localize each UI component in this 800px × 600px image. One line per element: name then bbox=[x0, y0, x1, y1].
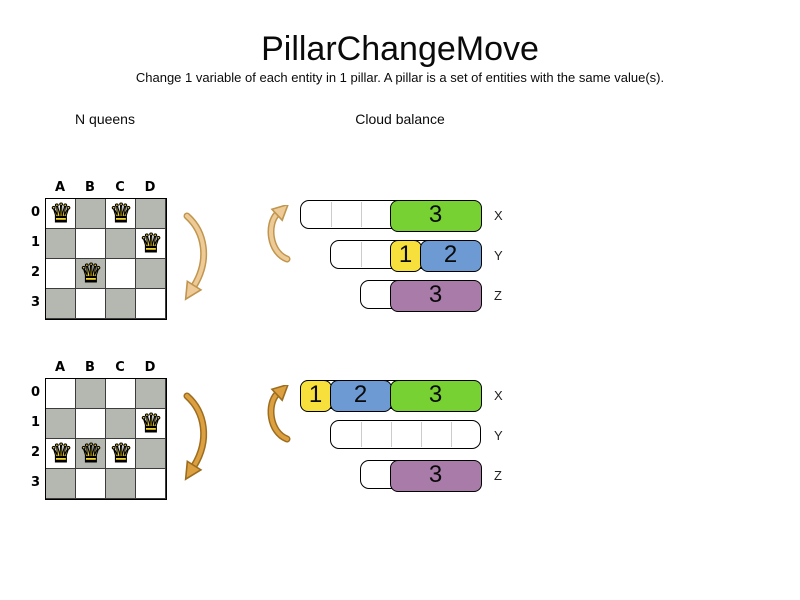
computer-bar: 3 bbox=[300, 199, 482, 232]
process-segment: 2 bbox=[329, 379, 392, 412]
process-segment: 1 bbox=[299, 379, 332, 412]
board-cell bbox=[136, 379, 166, 409]
board-cell bbox=[106, 289, 136, 319]
queen-icon: ♛ bbox=[139, 228, 163, 259]
board-cell bbox=[136, 469, 166, 499]
board-cell bbox=[136, 199, 166, 229]
board-cell bbox=[106, 409, 136, 439]
board-cell bbox=[136, 229, 166, 259]
board-cell bbox=[76, 439, 106, 469]
board-cell bbox=[76, 469, 106, 499]
computer-bar: 3 bbox=[360, 279, 482, 312]
cloud-balance-section-label: Cloud balance bbox=[355, 111, 445, 127]
chess-board: ♛♛♛♛ bbox=[45, 378, 167, 500]
row-label: 3 bbox=[30, 295, 40, 310]
slot-divider bbox=[451, 422, 452, 447]
row-label: 2 bbox=[30, 445, 40, 460]
board-cell bbox=[76, 379, 106, 409]
queen-icon: ♛ bbox=[49, 198, 73, 229]
pillar-move-arrow-icon bbox=[183, 212, 208, 301]
computer-bar: 3 bbox=[360, 459, 482, 492]
row-label: 0 bbox=[30, 205, 40, 220]
board-cell bbox=[136, 259, 166, 289]
board-cell bbox=[46, 439, 76, 469]
column-label: A bbox=[54, 180, 66, 195]
board-cell bbox=[46, 289, 76, 319]
board-cell bbox=[106, 229, 136, 259]
process-segment: 3 bbox=[389, 279, 482, 312]
slot-divider bbox=[391, 422, 392, 447]
queen-icon: ♛ bbox=[109, 198, 133, 229]
process-segment: 3 bbox=[389, 459, 482, 492]
board-cell bbox=[106, 259, 136, 289]
board-cell bbox=[46, 199, 76, 229]
computer-label: X bbox=[494, 208, 503, 223]
board-cell bbox=[106, 469, 136, 499]
queen-icon: ♛ bbox=[49, 438, 73, 469]
column-label: D bbox=[144, 180, 156, 195]
column-label: C bbox=[115, 360, 125, 375]
process-segment: 1 bbox=[389, 239, 422, 272]
slot-divider bbox=[361, 422, 362, 447]
row-label: 0 bbox=[30, 385, 40, 400]
board-cell bbox=[46, 409, 76, 439]
pillar-move-arrow-icon bbox=[183, 392, 208, 481]
computer-label: Y bbox=[494, 428, 503, 443]
slot-divider bbox=[421, 422, 422, 447]
queen-icon: ♛ bbox=[79, 438, 103, 469]
pillar-move-arrow-icon bbox=[267, 205, 291, 263]
page-title: PillarChangeMove bbox=[261, 30, 539, 68]
row-label: 1 bbox=[30, 415, 40, 430]
board-cell bbox=[76, 229, 106, 259]
column-label: A bbox=[54, 360, 66, 375]
board-cell bbox=[136, 409, 166, 439]
page-subtitle: Change 1 variable of each entity in 1 pi… bbox=[135, 70, 665, 85]
nqueens-section-label: N queens bbox=[75, 111, 135, 127]
column-label: C bbox=[115, 180, 125, 195]
computer-label: X bbox=[494, 388, 503, 403]
board-cell bbox=[46, 259, 76, 289]
board-cell bbox=[46, 229, 76, 259]
row-label: 1 bbox=[30, 235, 40, 250]
computer-label: Z bbox=[494, 288, 502, 303]
process-segment: 3 bbox=[389, 379, 482, 412]
column-label: D bbox=[144, 360, 156, 375]
slot-divider bbox=[361, 242, 362, 267]
board-cell bbox=[76, 289, 106, 319]
board-cell bbox=[76, 259, 106, 289]
board-cell bbox=[106, 379, 136, 409]
computer-label: Y bbox=[494, 248, 503, 263]
board-cell bbox=[136, 439, 166, 469]
computer-label: Z bbox=[494, 468, 502, 483]
row-label: 2 bbox=[30, 265, 40, 280]
slot-divider bbox=[331, 202, 332, 227]
board-cell bbox=[76, 409, 106, 439]
pillar-move-arrow-icon bbox=[267, 385, 291, 443]
board-cell bbox=[106, 439, 136, 469]
queen-icon: ♛ bbox=[109, 438, 133, 469]
board-cell bbox=[76, 199, 106, 229]
column-label: B bbox=[85, 180, 95, 195]
column-label: B bbox=[85, 360, 95, 375]
queen-icon: ♛ bbox=[139, 408, 163, 439]
process-segment: 2 bbox=[419, 239, 482, 272]
board-cell bbox=[136, 289, 166, 319]
row-label: 3 bbox=[30, 475, 40, 490]
process-segment: 3 bbox=[389, 199, 482, 232]
board-cell bbox=[106, 199, 136, 229]
chess-board: ♛♛♛♛ bbox=[45, 198, 167, 320]
slot-divider bbox=[361, 202, 362, 227]
board-cell bbox=[46, 469, 76, 499]
queen-icon: ♛ bbox=[79, 258, 103, 289]
board-cell bbox=[46, 379, 76, 409]
computer-bar bbox=[330, 420, 481, 449]
